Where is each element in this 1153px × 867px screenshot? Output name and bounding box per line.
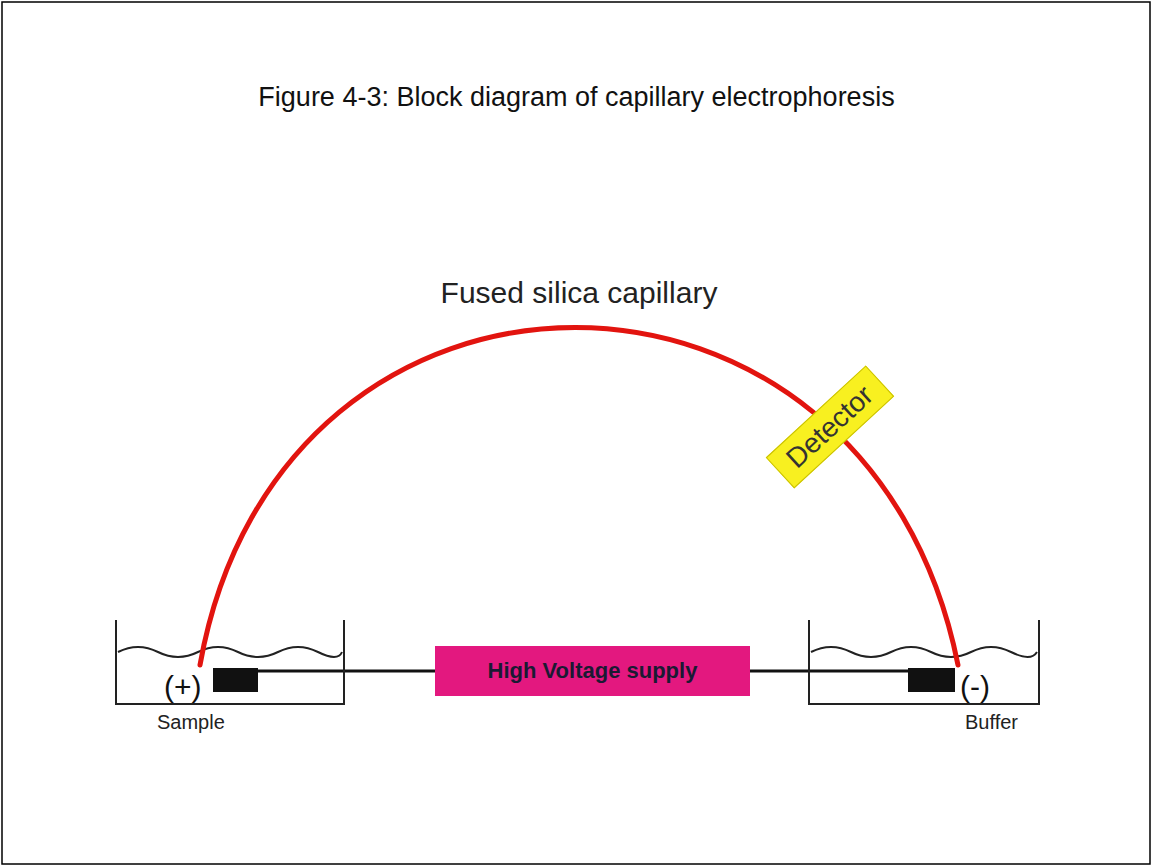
- polarity-sign: (-): [960, 670, 990, 704]
- wire: [750, 670, 908, 673]
- beaker: (-)Buffer: [808, 620, 1040, 705]
- supply-label: High Voltage supply: [488, 658, 698, 684]
- electrode: [213, 668, 258, 692]
- figure-title: Figure 4-3: Block diagram of capillary e…: [0, 82, 1153, 113]
- reservoir-label: Buffer: [965, 711, 1018, 734]
- wire: [258, 670, 435, 673]
- liquid-surface: [811, 647, 1037, 657]
- beaker: (+)Sample: [115, 620, 345, 705]
- polarity-sign: (+): [164, 670, 202, 704]
- detector-box: Detector: [766, 365, 894, 488]
- electrode: [908, 668, 955, 692]
- capillary-tube: [200, 328, 958, 666]
- liquid-surface: [118, 647, 342, 657]
- reservoir-label: Sample: [157, 711, 225, 734]
- power-supply-box: High Voltage supply: [435, 646, 750, 696]
- capillary-label: Fused silica capillary: [441, 276, 718, 310]
